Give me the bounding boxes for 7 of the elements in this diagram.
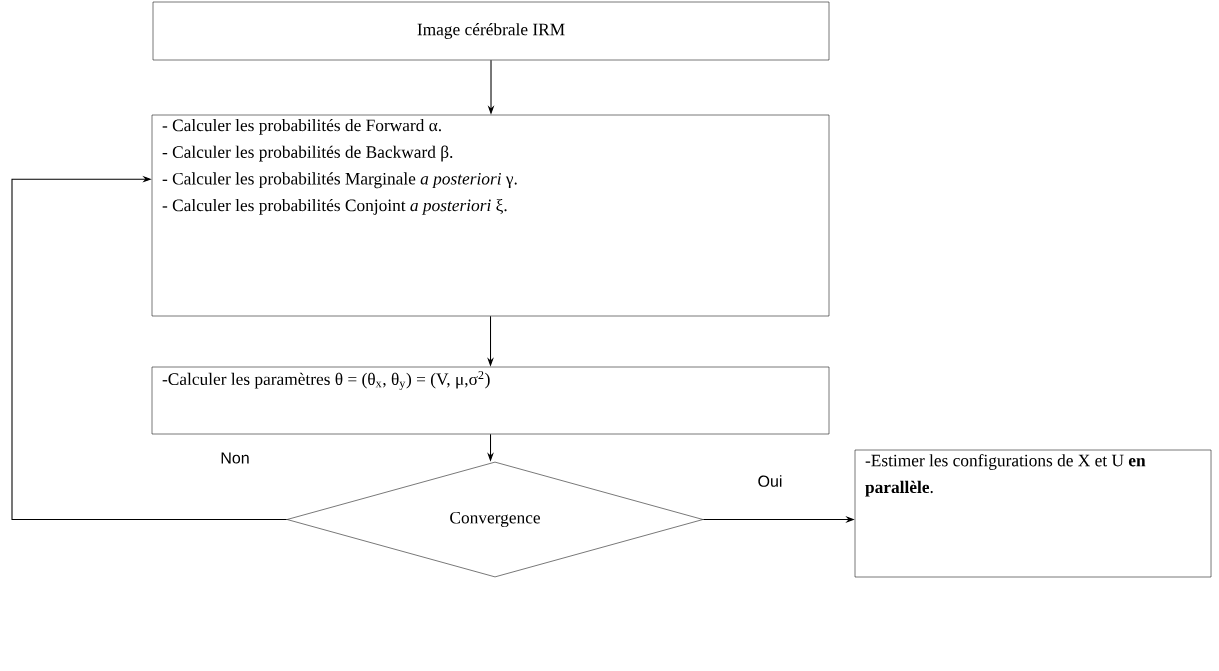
arrow	[11, 175, 288, 521]
process-box: Image cérébrale IRM	[152, 1, 830, 61]
edge-label: Oui	[756, 473, 784, 489]
process-box: -Estimer les configurations de X et U en parallèle.	[854, 449, 1212, 578]
edge-label: Non	[219, 451, 251, 465]
process-box: -Calculer les paramètres θ = (θ$_{x}$, θ$_{y}$) = (V, μ,σ$^{2}$)	[151, 366, 830, 435]
process-box: - Calculer les probabilités de Forward α. - Calculer les probabilités de Backward β. - Calculer les probabilités Marginale a posteriori γ. - Calculer les probabilités Conjoint a posteriori ξ.	[151, 114, 830, 317]
